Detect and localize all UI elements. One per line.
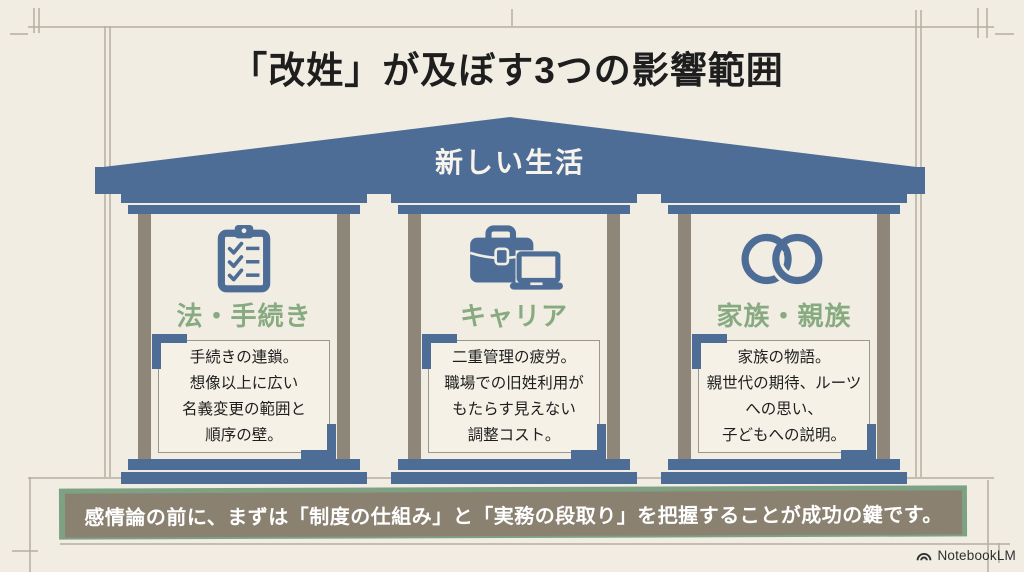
corner-bracket-icon bbox=[301, 424, 336, 459]
pillar-shaft bbox=[337, 214, 350, 459]
impact-box-line: 家族の物語。 bbox=[737, 349, 831, 366]
notebooklm-watermark: NotebookLM bbox=[916, 548, 1016, 563]
corner-bracket-icon bbox=[152, 334, 187, 369]
impact-box: 家族の物語。 親世代の期待、ルーツ への思い、 子どもへの説明。 bbox=[692, 334, 876, 459]
column-base bbox=[391, 472, 637, 484]
frame-line bbox=[109, 26, 111, 477]
frame-line bbox=[29, 477, 31, 572]
impact-box-line: 想像以上に広い bbox=[189, 375, 299, 392]
column-base bbox=[121, 472, 367, 484]
frame-line bbox=[977, 8, 979, 38]
column-career: キャリア 二重管理の疲労。 職場での旧姓利用が もたらす見えない 調整コスト。 bbox=[391, 194, 637, 484]
impact-box-line: 順序の壁。 bbox=[205, 427, 283, 444]
frame-line bbox=[995, 33, 1014, 35]
column-capital bbox=[661, 194, 907, 203]
frame-line bbox=[10, 33, 28, 35]
column-law-procedures: 法・手続き 手続きの連鎖。 想像以上に広い 名義変更の範囲と 順序の壁。 bbox=[121, 194, 367, 484]
column-base bbox=[661, 472, 907, 484]
frame-line bbox=[60, 543, 1010, 545]
impact-box-line: 名義変更の範囲と bbox=[181, 401, 306, 418]
column-base bbox=[398, 459, 630, 470]
frame-line bbox=[915, 10, 917, 477]
column-base bbox=[668, 459, 900, 470]
column-heading: キャリア bbox=[459, 301, 568, 331]
column-heading: 法・手続き bbox=[176, 301, 312, 331]
corner-bracket-icon bbox=[571, 424, 606, 459]
frame-line bbox=[986, 8, 988, 38]
impact-box-line: 調整コスト。 bbox=[467, 427, 561, 444]
key-message-banner: 感情論の前に、まずは「制度の仕組み」と「実務の段取り」を把握することが成功の鍵で… bbox=[58, 485, 968, 540]
frame-line bbox=[998, 543, 1000, 563]
frame-line bbox=[104, 26, 106, 477]
column-capital bbox=[398, 205, 630, 214]
notebooklm-logo-icon bbox=[917, 552, 932, 561]
frame-line bbox=[33, 8, 35, 33]
key-message-box: 感情論の前に、まずは「制度の仕組み」と「実務の段取り」を把握することが成功の鍵で… bbox=[64, 490, 963, 538]
briefcase-laptop-icon bbox=[391, 221, 637, 297]
corner-bracket-icon bbox=[841, 424, 876, 459]
frame-line bbox=[511, 9, 513, 26]
frame-line bbox=[987, 480, 989, 572]
frame-line bbox=[920, 10, 922, 477]
column-base bbox=[128, 459, 360, 470]
slide-title: 「改姓」が及ぼす3つの影響範囲 bbox=[230, 50, 784, 91]
pillar-shaft bbox=[408, 214, 421, 459]
pediment-architrave bbox=[95, 167, 925, 194]
impact-box-line: 二重管理の疲労。 bbox=[451, 349, 576, 366]
notebooklm-watermark-label: NotebookLM bbox=[937, 548, 1016, 563]
column-capital bbox=[121, 194, 367, 203]
interlocked-rings-icon bbox=[661, 221, 907, 297]
checklist-clipboard-icon bbox=[121, 221, 367, 297]
frame-line bbox=[38, 8, 40, 33]
pediment-label: 新しい生活 bbox=[434, 147, 585, 178]
impact-box-line: への思い、 bbox=[745, 401, 823, 418]
pillar-shaft bbox=[678, 214, 691, 459]
corner-bracket-icon bbox=[422, 334, 457, 369]
column-family-relatives: 家族・親族 家族の物語。 親世代の期待、ルーツ への思い、 子どもへの説明。 bbox=[661, 194, 907, 484]
impact-box-line: 親世代の期待、ルーツ bbox=[706, 375, 862, 392]
impact-box: 二重管理の疲労。 職場での旧姓利用が もたらす見えない 調整コスト。 bbox=[422, 334, 606, 459]
impact-box-line: 子どもへの説明。 bbox=[721, 427, 846, 444]
pillar-shaft bbox=[138, 214, 151, 459]
impact-box-line: もたらす見えない bbox=[452, 401, 576, 418]
impact-box-line: 手続きの連鎖。 bbox=[189, 349, 299, 366]
pillar-shaft bbox=[877, 214, 890, 459]
column-capital bbox=[668, 205, 900, 214]
pillar-shaft bbox=[607, 214, 620, 459]
corner-bracket-icon bbox=[692, 334, 727, 369]
impact-box-line: 職場での旧姓利用が bbox=[444, 375, 584, 392]
impact-box: 手続きの連鎖。 想像以上に広い 名義変更の範囲と 順序の壁。 bbox=[152, 334, 336, 459]
frame-line bbox=[28, 26, 994, 28]
column-capital bbox=[391, 194, 637, 203]
column-capital bbox=[128, 205, 360, 214]
frame-line bbox=[12, 550, 38, 552]
column-heading: 家族・親族 bbox=[716, 301, 852, 331]
key-message-text: 感情論の前に、まずは「制度の仕組み」と「実務の段取り」を把握することが成功の鍵で… bbox=[84, 504, 943, 529]
